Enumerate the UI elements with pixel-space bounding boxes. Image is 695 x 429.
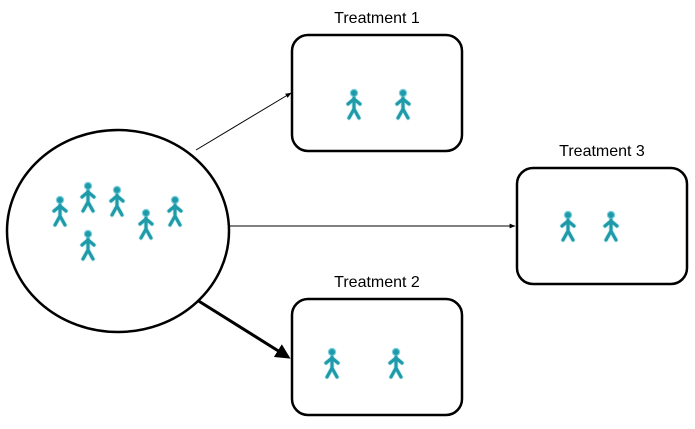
treatment-3-title: Treatment 3 xyxy=(559,143,645,160)
person-icon xyxy=(602,210,620,243)
arrow-to-treatment-2 xyxy=(196,298,291,359)
arrow-to-treatment-1 xyxy=(195,92,292,151)
person-icon xyxy=(166,195,184,228)
person-icon xyxy=(323,347,341,380)
person-icon xyxy=(79,181,97,214)
treatment-3-box xyxy=(515,166,689,286)
person-icon xyxy=(137,208,155,241)
treatment-2-title: Treatment 2 xyxy=(334,274,420,291)
person-icon xyxy=(387,347,405,380)
treatment-2-people xyxy=(323,347,405,380)
population-circle xyxy=(5,128,231,334)
arrows-layer xyxy=(195,92,516,359)
treatment-2-group: Treatment 2 xyxy=(290,274,464,417)
treatment-1-group: Treatment 1 xyxy=(290,10,464,153)
treatment-3-people xyxy=(559,210,620,243)
treatment-2-box xyxy=(290,297,464,417)
treatment-1-box xyxy=(290,33,464,153)
person-icon xyxy=(79,229,97,262)
population-people xyxy=(51,181,184,262)
person-icon xyxy=(559,210,577,243)
treatment-1-title: Treatment 1 xyxy=(334,10,420,27)
person-icon xyxy=(345,88,363,121)
person-icon xyxy=(394,88,412,121)
population-group xyxy=(5,128,231,334)
person-icon xyxy=(51,195,69,228)
treatment-3-group: Treatment 3 xyxy=(515,143,689,286)
treatment-1-people xyxy=(345,88,412,121)
person-icon xyxy=(108,185,126,218)
